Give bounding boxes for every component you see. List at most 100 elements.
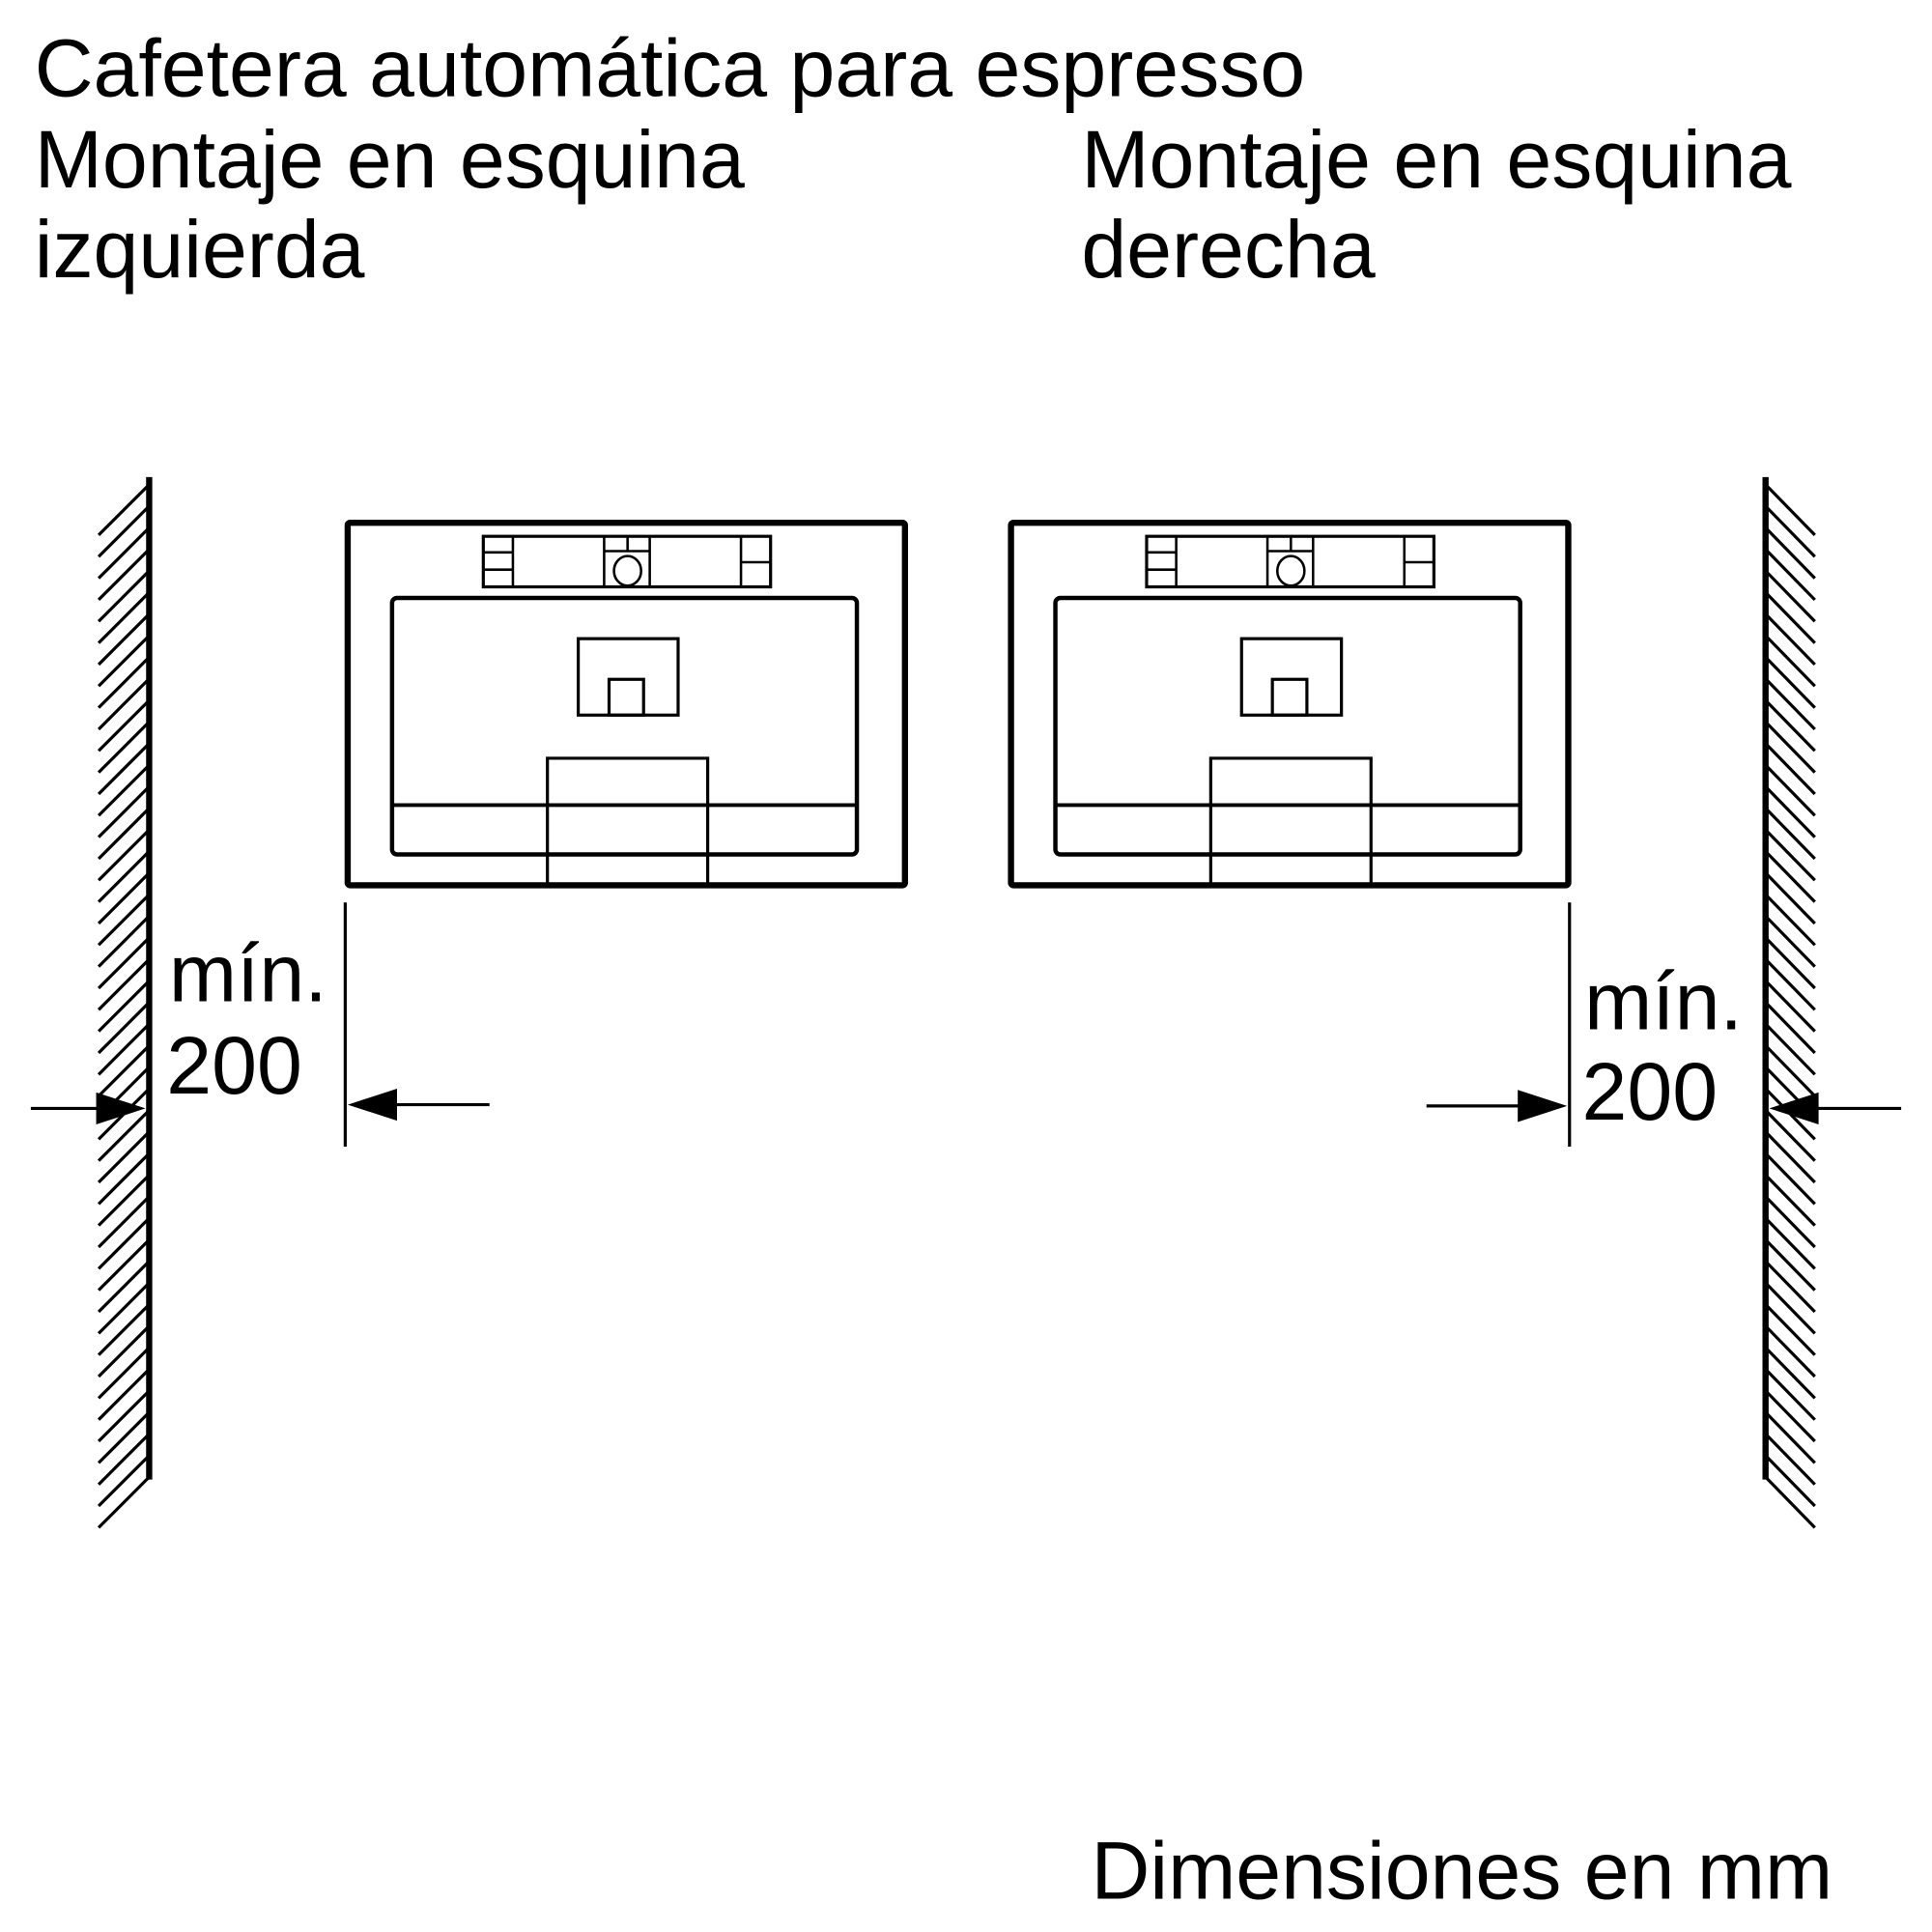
wall-hatch-line — [1764, 612, 1816, 667]
wall-hatch-line — [1764, 893, 1816, 947]
wall-hatch-line — [1764, 785, 1816, 838]
wall-hatch-line — [1764, 957, 1816, 1011]
wall-hatch-line — [97, 1433, 151, 1486]
wall-hatch-line — [1764, 1281, 1816, 1335]
wall-hatch-line — [1764, 1410, 1816, 1464]
right-dimension — [1426, 902, 1902, 1147]
wall-hatch-line — [1764, 1044, 1816, 1097]
wall-hatch-line — [1764, 483, 1816, 537]
wall-hatch-line — [1764, 1174, 1816, 1227]
cup-area — [1208, 756, 1373, 883]
wall-hatch-line — [1764, 980, 1816, 1033]
wall-hatch-line — [1764, 1346, 1816, 1400]
wall-hatch-line — [97, 1303, 151, 1356]
units-note: Dimensiones en mm — [1092, 1826, 1833, 1917]
wall-hatch-line — [1764, 807, 1816, 861]
wall-hatch-line — [97, 569, 151, 623]
wall-hatch-line — [1764, 850, 1816, 903]
wall-hatch-line — [97, 1238, 151, 1292]
front-panel — [1053, 595, 1522, 857]
wall-hatch-line — [97, 1454, 151, 1508]
wall-hatch-line — [97, 526, 151, 580]
wall-hatch-line — [97, 1130, 151, 1184]
wall-hatch-line — [97, 915, 151, 968]
wall-hatch-line — [97, 634, 151, 688]
wall-hatch-line — [97, 1346, 151, 1400]
wall-hatch-line — [1764, 742, 1816, 796]
wall-hatch-line — [1764, 1260, 1816, 1314]
wall-hatch-line — [97, 1368, 151, 1421]
wall-hatch-line — [97, 483, 151, 537]
left-min-label: mín. — [169, 927, 327, 1018]
wall-hatch-line — [1764, 915, 1816, 968]
coffee-outlet — [577, 637, 680, 717]
arrow-left-icon — [347, 1088, 397, 1122]
arrow-right-icon — [96, 1092, 146, 1125]
coffee-machine-right — [1008, 519, 1572, 889]
wall-hatch-line — [97, 656, 151, 709]
wall-hatch-line — [1764, 1022, 1816, 1076]
rotary-knob-icon — [612, 554, 642, 587]
wall-hatch-line — [97, 612, 151, 667]
coffee-spout — [1270, 677, 1309, 717]
wall-hatch-line — [1764, 1195, 1816, 1249]
wall-hatch-line — [1764, 1216, 1816, 1270]
wall-hatch-line — [1764, 591, 1816, 644]
wall-hatch-line — [97, 828, 151, 882]
wall-hatch-line — [97, 698, 151, 753]
wall-hatch-line — [97, 1195, 151, 1249]
wall-hatch-line — [1764, 721, 1816, 774]
wall-hatch-line — [1764, 1454, 1816, 1508]
wall-hatch-line — [97, 1044, 151, 1097]
wall-hatch-line — [97, 677, 151, 731]
wall-hatch-line — [1764, 763, 1816, 817]
wall-hatch-line — [1764, 504, 1816, 558]
right-heading-line2: derecha — [1081, 204, 1376, 295]
wall-hatch-line — [97, 1001, 151, 1055]
wall-hatch-line — [97, 742, 151, 796]
wall-hatch-line — [1764, 871, 1816, 925]
wall-hatch-line — [1764, 828, 1816, 882]
wall-hatch-line — [97, 1410, 151, 1464]
wall-hatch-line — [97, 850, 151, 903]
left-heading-line1: Montaje en esquina — [35, 114, 745, 205]
wall-hatch-line — [97, 1324, 151, 1378]
wall-hatch-line — [1764, 1324, 1816, 1378]
right-heading-line1: Montaje en esquina — [1081, 114, 1791, 205]
cup-area — [546, 756, 710, 883]
left-dimension — [30, 902, 490, 1147]
wall-hatch-line — [97, 893, 151, 947]
wall-hatch-line — [1764, 1001, 1816, 1055]
arrow-right-icon — [1518, 1090, 1568, 1122]
wall-hatch-line — [1764, 1130, 1816, 1184]
left-wall — [97, 476, 153, 1529]
wall-hatch-line — [1764, 569, 1816, 623]
wall-hatch-line — [1764, 1151, 1816, 1206]
coffee-outlet — [1239, 637, 1344, 717]
wall-hatch-line — [1764, 548, 1816, 602]
wall-hatch-line — [1764, 1475, 1816, 1529]
wall-hatch-line — [97, 1109, 151, 1162]
wall-hatch-line — [97, 504, 151, 558]
wall-hatch-line — [97, 591, 151, 644]
right-min-label: mín. — [1584, 956, 1743, 1047]
wall-hatch-line — [1764, 698, 1816, 753]
wall-hatch-line — [97, 871, 151, 925]
wall-hatch-line — [97, 1151, 151, 1206]
wall-hatch-line — [97, 1174, 151, 1227]
wall-hatch-line — [97, 957, 151, 1011]
wall-hatch-line — [1764, 677, 1816, 731]
wall-hatch-line — [1764, 1238, 1816, 1292]
front-panel — [389, 595, 860, 857]
title: Cafetera automática para espresso — [35, 23, 1305, 114]
wall-hatch-line — [97, 1475, 151, 1529]
wall-hatch-line — [1764, 1368, 1816, 1421]
wall-hatch-line — [97, 807, 151, 861]
arrow-left-icon — [1769, 1092, 1819, 1125]
wall-hatch-line — [97, 1260, 151, 1314]
coffee-spout — [607, 677, 645, 717]
wall-hatch-line — [1764, 1109, 1816, 1162]
wall-hatch-line — [1764, 526, 1816, 580]
